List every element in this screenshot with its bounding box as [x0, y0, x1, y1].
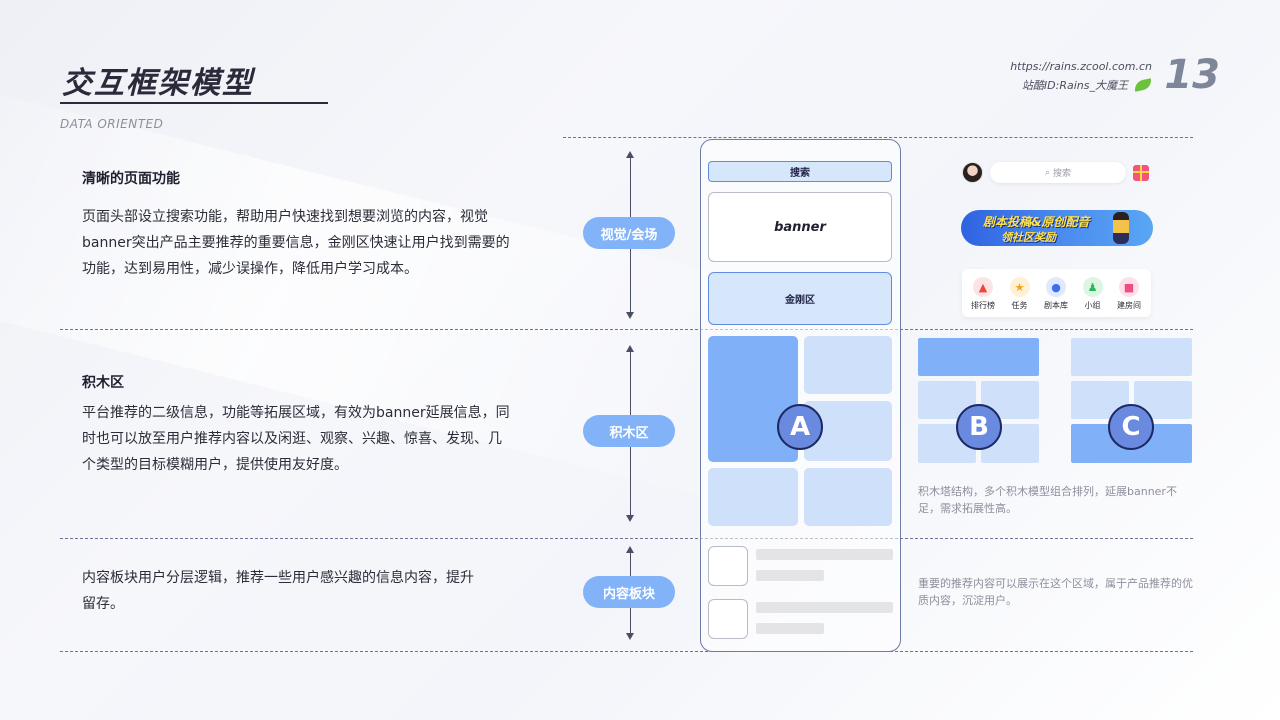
arrow-down-icon	[626, 312, 634, 319]
layout-b-badge: B	[956, 404, 1002, 450]
separator-1	[60, 329, 1193, 330]
fire-icon: ▲	[973, 277, 993, 297]
room-icon: ■	[1119, 277, 1139, 297]
content-line	[756, 623, 824, 634]
kingkong-item-1[interactable]: ★ 任务	[1004, 277, 1036, 311]
content-thumbnail	[708, 546, 748, 586]
layout-a-badge: A	[777, 404, 823, 450]
promo-line-2: 领社区奖励	[1001, 229, 1056, 245]
separator-bottom	[60, 651, 1193, 652]
gift-icon[interactable]	[1133, 165, 1149, 181]
kingkong-item-4[interactable]: ■ 建房间	[1113, 277, 1145, 311]
promo-banner[interactable]: 剧本投稿&原创配音 领社区奖励	[961, 210, 1153, 246]
author-id: 站酷ID:Rains_大魔王	[1022, 77, 1152, 93]
kingkong-item-2[interactable]: ● 剧本库	[1040, 277, 1072, 311]
leaf-icon	[1133, 78, 1153, 92]
kingkong-item-label: 小组	[1077, 300, 1109, 311]
separator-top	[563, 137, 1193, 138]
kingkong-item-label: 建房间	[1113, 300, 1145, 311]
layout-a-block	[708, 468, 798, 526]
page-subtitle: DATA ORIENTED	[60, 117, 163, 131]
note-blocks: 积木塔结构，多个积木模型组合排列，延展banner不足，需求拓展性高。	[918, 483, 1198, 517]
book-icon: ●	[1046, 277, 1066, 297]
label-content: 内容板块	[583, 576, 675, 608]
kingkong-item-3[interactable]: ♟ 小组	[1077, 277, 1109, 311]
layout-a-block	[804, 336, 892, 394]
layout-c-block	[1071, 338, 1192, 376]
content-thumbnail	[708, 599, 748, 639]
promo-line-1: 剧本投稿&原创配音	[983, 213, 1089, 230]
content-line	[756, 549, 893, 560]
site-url: https://rains.zcool.com.cn	[1010, 60, 1152, 73]
wireframe-kingkong-area: 金刚区	[708, 272, 892, 325]
wireframe-banner: banner	[708, 192, 892, 262]
layout-b-block	[918, 338, 1039, 376]
content-line	[756, 570, 824, 581]
promo-figure	[1113, 212, 1129, 244]
section-3-body: 内容板块用户分层逻辑，推荐一些用户感兴趣的信息内容，提升留存。	[82, 565, 482, 617]
arrow-down-icon	[626, 633, 634, 640]
label-blocks: 积木区	[583, 415, 675, 447]
content-line	[756, 602, 893, 613]
kingkong-item-label: 任务	[1004, 300, 1036, 311]
section-1-body: 页面头部设立搜索功能，帮助用户快速找到想要浏览的内容，视觉banner突出产品主…	[82, 204, 512, 282]
title-underline	[60, 102, 328, 104]
section-2-body: 平台推荐的二级信息，功能等拓展区域，有效为banner延展信息，同时也可以放至用…	[82, 400, 512, 478]
mock-search-placeholder: 搜索	[1053, 166, 1071, 179]
star-icon: ★	[1010, 277, 1030, 297]
separator-2	[60, 538, 1193, 539]
group-icon: ♟	[1083, 277, 1103, 297]
page-number: 13	[1164, 52, 1220, 98]
kingkong-item-label: 剧本库	[1040, 300, 1072, 311]
kingkong-item-label: 排行榜	[967, 300, 999, 311]
note-content: 重要的推荐内容可以展示在这个区域，属于产品推荐的优质内容，沉淀用户。	[918, 575, 1198, 609]
kingkong-item-0[interactable]: ▲ 排行榜	[967, 277, 999, 311]
search-icon: ⌕	[1045, 168, 1050, 178]
arrow-down-icon	[626, 515, 634, 522]
mock-search-input[interactable]: ⌕ 搜索	[990, 162, 1126, 183]
page-title: 交互框架模型	[62, 58, 254, 102]
layout-c-badge: C	[1108, 404, 1154, 450]
section-2-heading: 积木区	[82, 372, 124, 392]
wireframe-search-bar: 搜索	[708, 161, 892, 182]
section-1-heading: 清晰的页面功能	[82, 168, 180, 188]
layout-a-block	[804, 468, 892, 526]
author-label: 站酷ID:Rains_大魔王	[1022, 77, 1128, 93]
label-visual: 视觉/会场	[583, 217, 675, 249]
avatar[interactable]	[962, 162, 983, 183]
